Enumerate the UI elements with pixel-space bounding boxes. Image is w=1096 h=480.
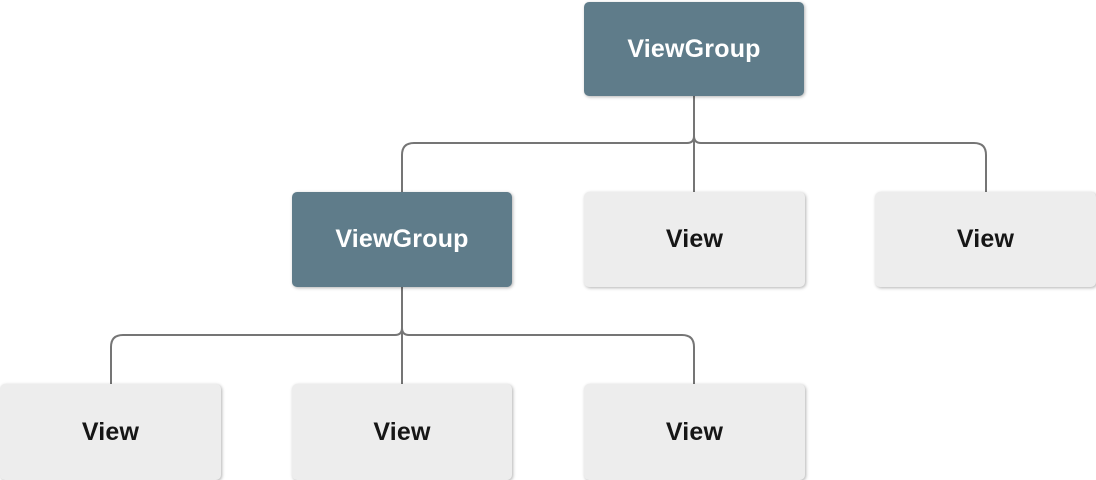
connector-level1-right — [693, 135, 987, 192]
connector-level2-left — [110, 327, 403, 384]
connector-level1-left — [401, 135, 695, 192]
node-root-viewgroup: ViewGroup — [584, 2, 804, 96]
node-grandchild-view-right: View — [584, 384, 805, 480]
node-grandchild-view-middle: View — [292, 384, 512, 480]
node-child-view-middle: View — [584, 192, 805, 287]
connector-level2-right — [401, 327, 695, 384]
node-child-viewgroup: ViewGroup — [292, 192, 512, 287]
node-child-view-right: View — [875, 192, 1096, 287]
node-grandchild-view-left: View — [0, 384, 221, 480]
